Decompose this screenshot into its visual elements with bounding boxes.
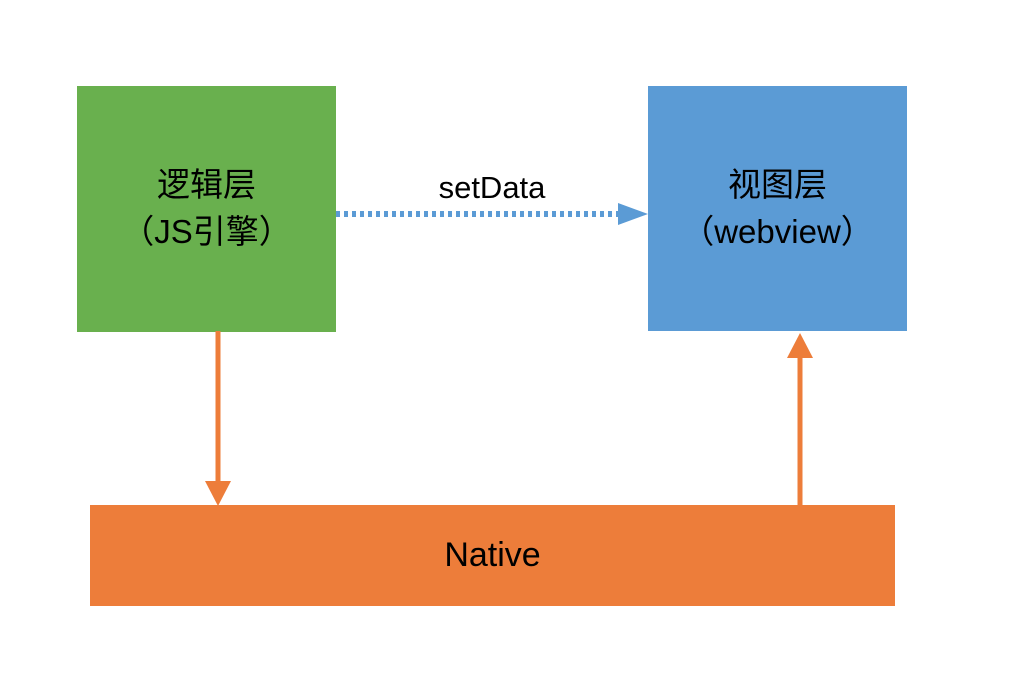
node-native-label: Native — [444, 536, 541, 575]
edge-native-to-view-arrow-icon — [787, 333, 813, 506]
node-logic-layer-label-line2: （JS引擎） — [121, 213, 292, 250]
edge-setdata-arrow-icon — [336, 203, 648, 225]
edge-setdata-label: setData — [438, 170, 546, 205]
node-view-layer-label-line1: 视图层 — [728, 165, 827, 203]
node-view-layer[interactable]: 视图层 （webview） — [648, 86, 907, 331]
node-logic-layer[interactable]: 逻辑层 （JS引擎） — [77, 86, 336, 332]
node-logic-layer-label-line1: 逻辑层 — [157, 166, 256, 204]
node-native[interactable]: Native — [90, 505, 895, 606]
node-view-layer-label-line2: （webview） — [681, 212, 874, 250]
edge-logic-to-native-arrow-icon — [205, 331, 231, 506]
